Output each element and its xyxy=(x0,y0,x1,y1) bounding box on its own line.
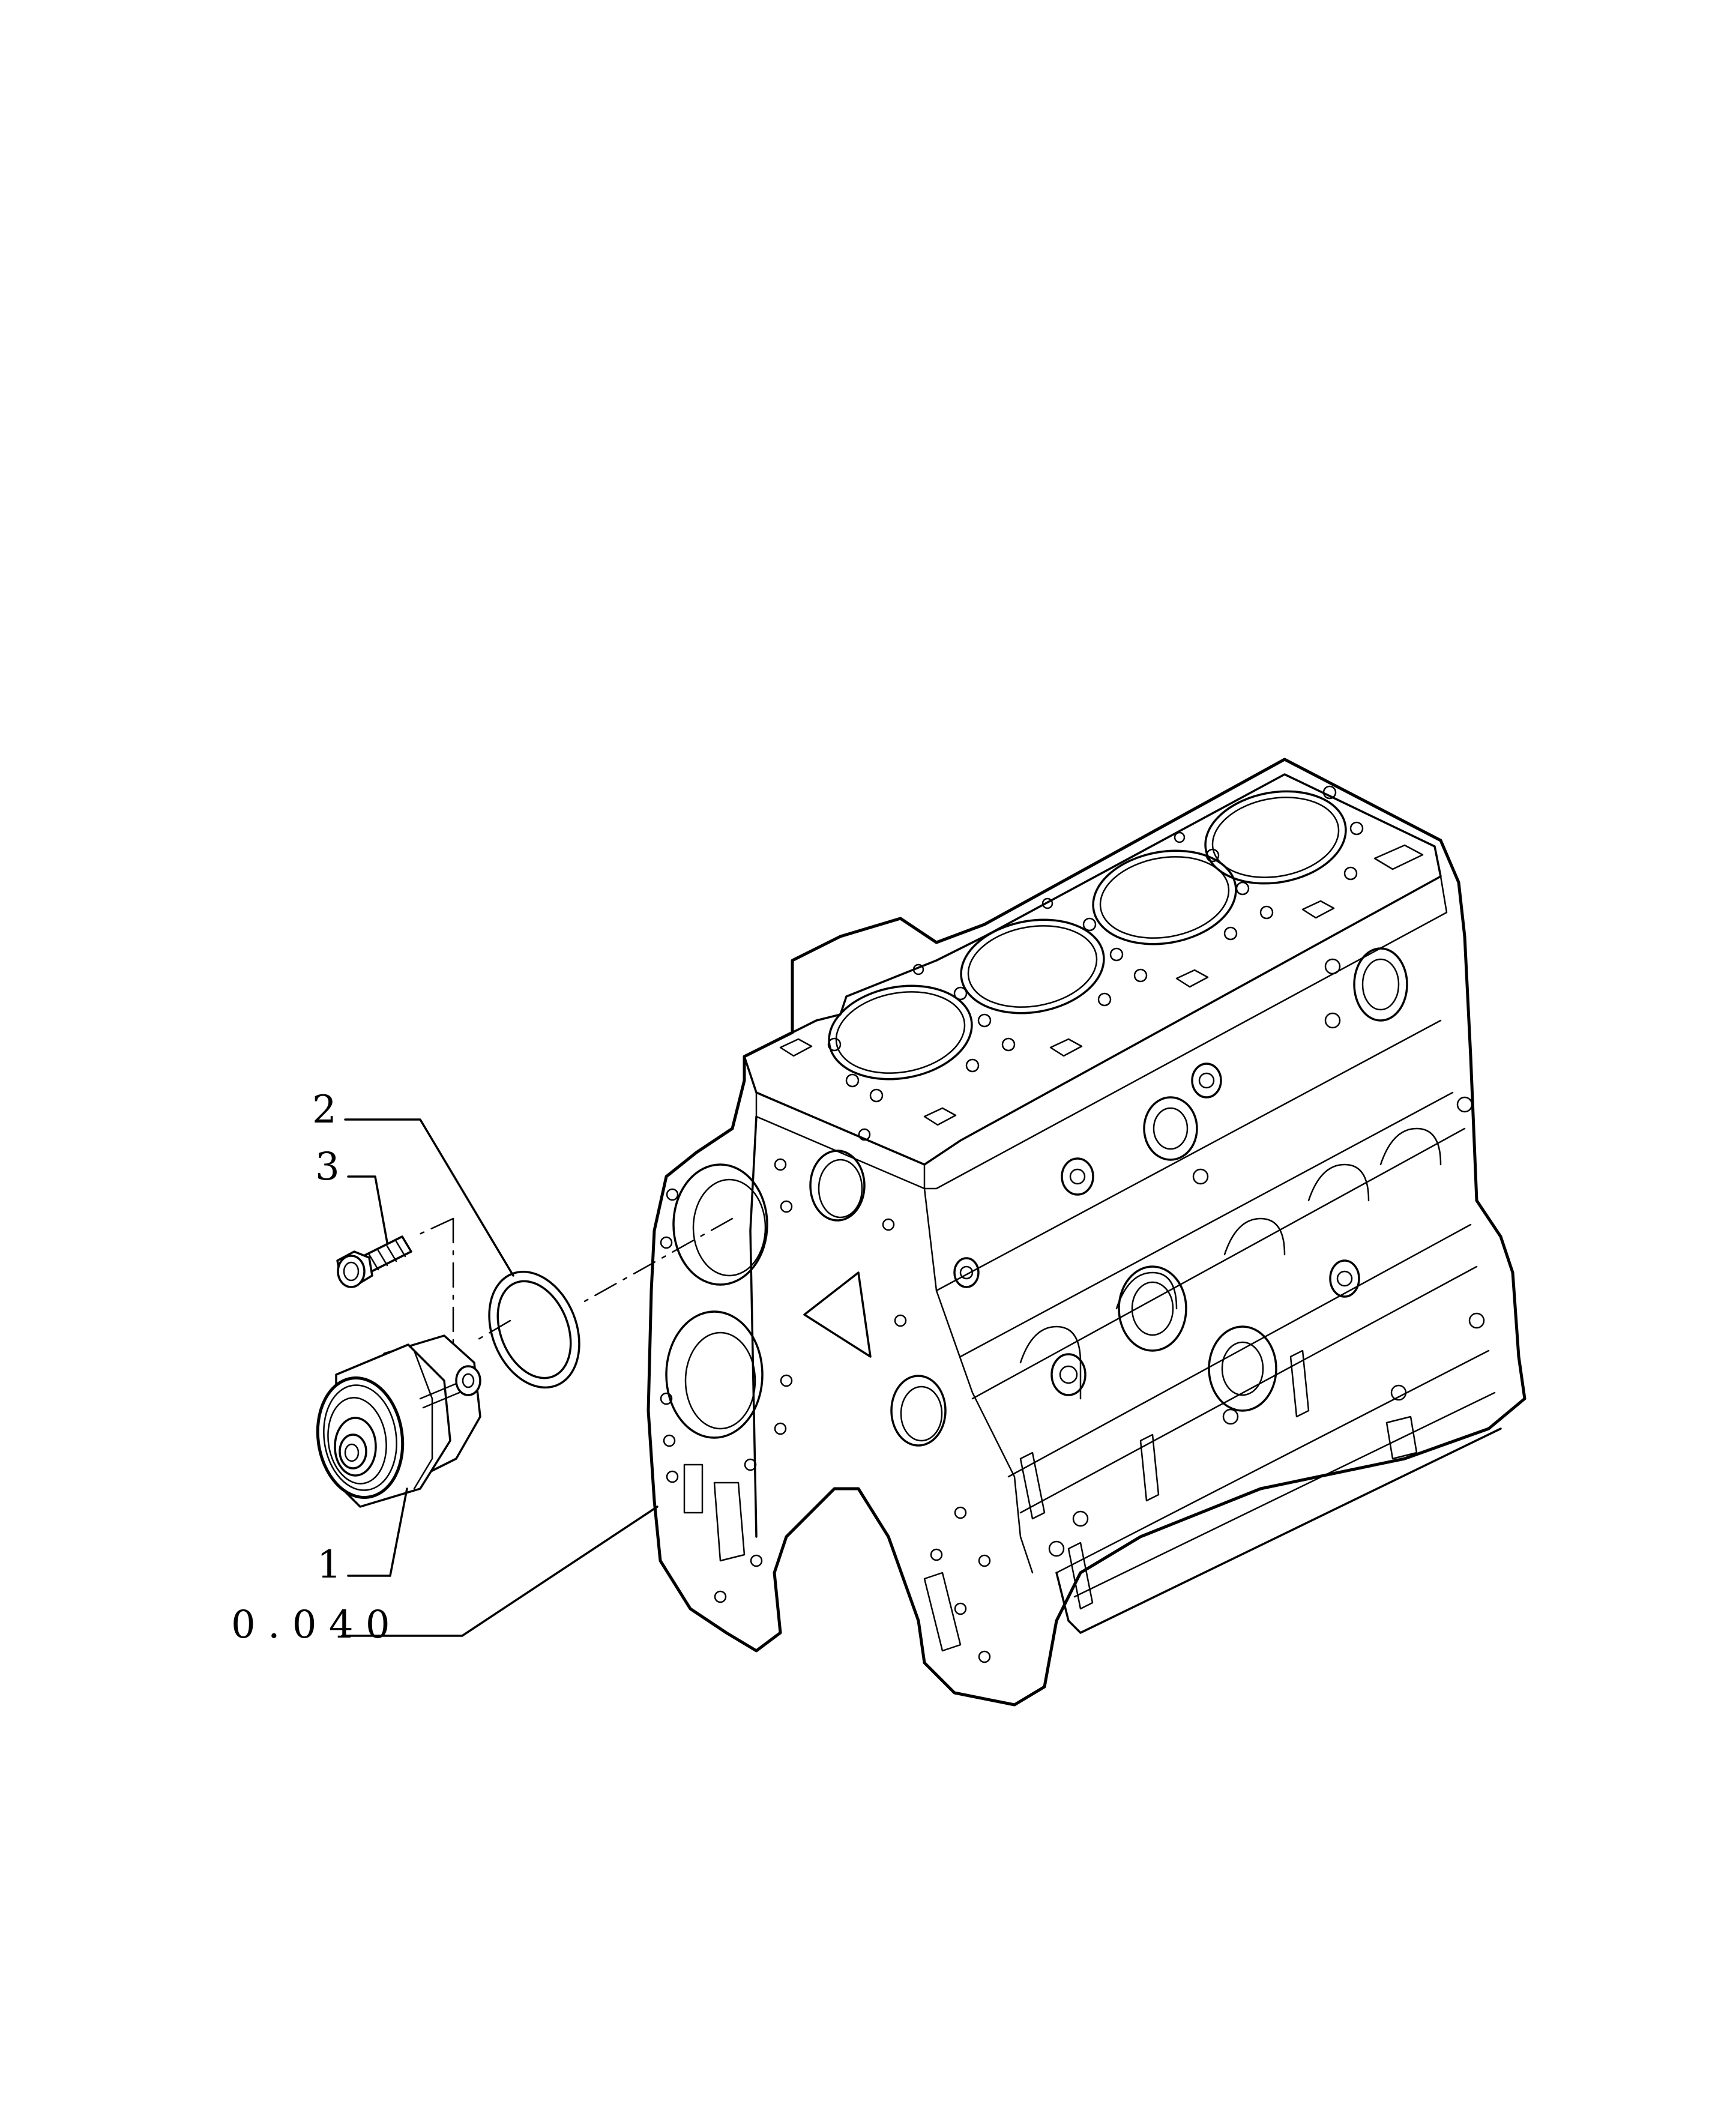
engine-block-icon xyxy=(646,758,1527,1707)
leader-line-2 xyxy=(344,1118,514,1277)
callout-2: 2 xyxy=(312,1088,337,1132)
leader-line-ref xyxy=(341,1506,659,1637)
reference-number: 0 . 0 4 0 xyxy=(231,1603,390,1647)
callout-3: 3 xyxy=(315,1145,340,1189)
o-ring-icon xyxy=(488,1270,580,1389)
leader-line-3 xyxy=(347,1175,388,1244)
leader-lines xyxy=(341,1118,659,1637)
callout-1: 1 xyxy=(317,1543,342,1587)
leader-line-1 xyxy=(347,1488,408,1577)
bolt-icon xyxy=(336,1235,412,1288)
water-pump-icon xyxy=(316,1334,481,1508)
